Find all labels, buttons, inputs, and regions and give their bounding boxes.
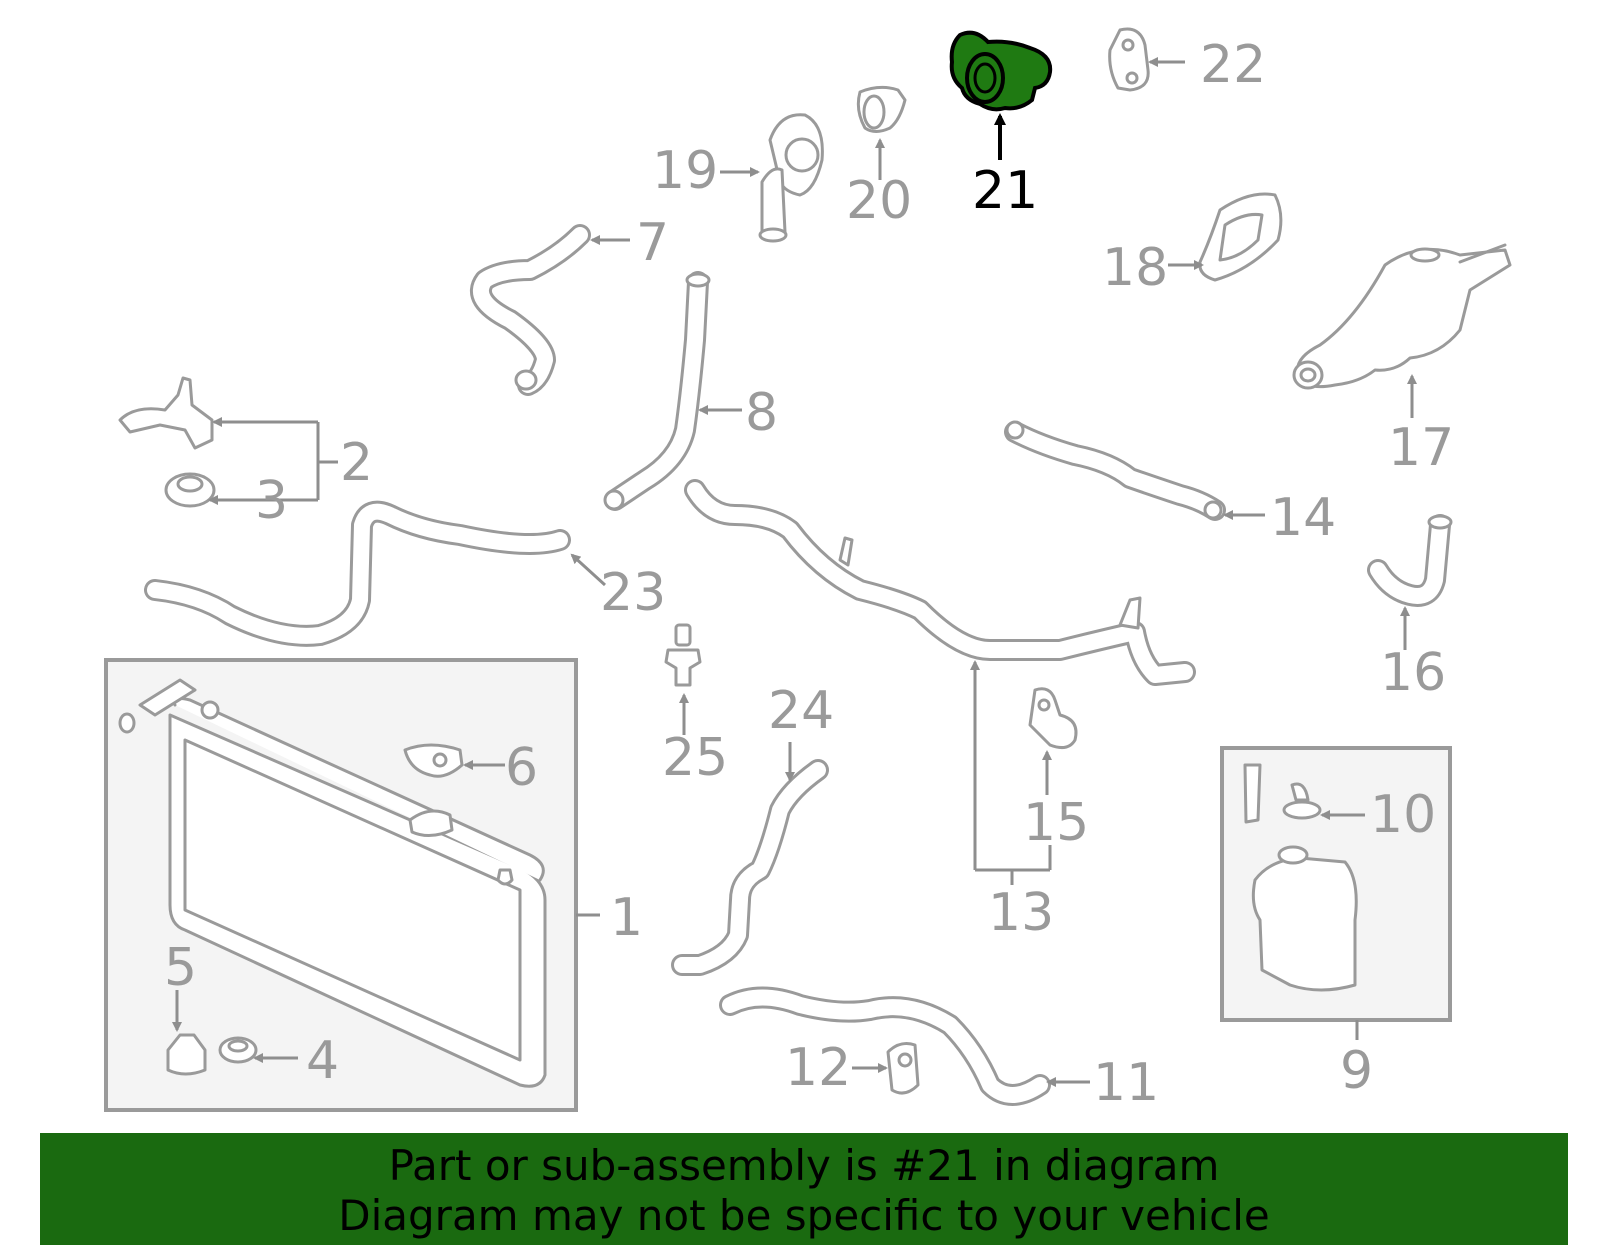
part-25-sensor[interactable] <box>664 623 702 735</box>
callout-20: 20 <box>846 171 912 231</box>
callout-15: 15 <box>1023 793 1089 853</box>
callout-21: 21 <box>972 161 1038 221</box>
callout-9: 9 <box>1340 1041 1373 1101</box>
part-18-gasket[interactable] <box>1168 192 1283 282</box>
banner-line-1: Part or sub-assembly is #21 in diagram <box>388 1141 1220 1190</box>
callout-11: 11 <box>1093 1053 1159 1113</box>
callout-24: 24 <box>768 681 834 741</box>
callout-13: 13 <box>988 883 1054 943</box>
callout-numbers: 1 2 3 4 5 6 7 8 9 10 11 12 13 14 15 16 1… <box>164 35 1454 1113</box>
callout-1: 1 <box>610 888 643 948</box>
part-9-reservoir-box[interactable] <box>1220 746 1452 1040</box>
callout-14: 14 <box>1270 488 1336 548</box>
callout-3: 3 <box>255 471 288 531</box>
callout-18: 18 <box>1102 238 1168 298</box>
part-22-gasket[interactable] <box>1108 27 1185 92</box>
part-21-housing-highlighted[interactable] <box>949 30 1053 160</box>
part-4-insulator[interactable] <box>218 1036 298 1064</box>
callout-10: 10 <box>1370 785 1436 845</box>
part-23-pipe[interactable] <box>144 500 607 647</box>
part-19-outlet[interactable] <box>720 113 824 243</box>
callout-2: 2 <box>340 433 373 493</box>
part-7-hose[interactable] <box>470 224 630 396</box>
part-11-hose[interactable] <box>719 986 1090 1106</box>
part-20-cap[interactable] <box>856 85 907 180</box>
part-12-clip[interactable] <box>852 1042 920 1095</box>
part-2-bracket[interactable] <box>118 376 338 500</box>
part-14-pipe[interactable] <box>1004 420 1265 521</box>
part-16-hose[interactable] <box>1367 514 1453 650</box>
callout-6: 6 <box>505 738 538 798</box>
part-17-housing[interactable] <box>1292 243 1512 418</box>
callout-19: 19 <box>652 141 718 201</box>
callout-4: 4 <box>306 1031 339 1091</box>
part-3-insulator[interactable] <box>164 472 318 508</box>
callout-23: 23 <box>600 563 666 623</box>
callout-12: 12 <box>785 1038 851 1098</box>
callout-22: 22 <box>1200 35 1266 95</box>
callout-5: 5 <box>164 938 197 998</box>
callout-17: 17 <box>1388 418 1454 478</box>
info-banner: Part or sub-assembly is #21 in diagram D… <box>40 1133 1568 1245</box>
part-24-hose[interactable] <box>671 742 829 976</box>
part-8-hose[interactable] <box>603 271 742 511</box>
part-6-bracket[interactable] <box>403 743 505 778</box>
callout-7: 7 <box>636 213 669 273</box>
banner-line-2: Diagram may not be specific to your vehi… <box>338 1191 1270 1240</box>
part-13-pipe[interactable] <box>684 479 1196 885</box>
part-15-bracket[interactable] <box>1028 687 1078 795</box>
callout-16: 16 <box>1380 643 1446 703</box>
callout-25: 25 <box>662 728 728 788</box>
part-5-mount[interactable] <box>166 990 207 1076</box>
callout-8: 8 <box>745 383 778 443</box>
